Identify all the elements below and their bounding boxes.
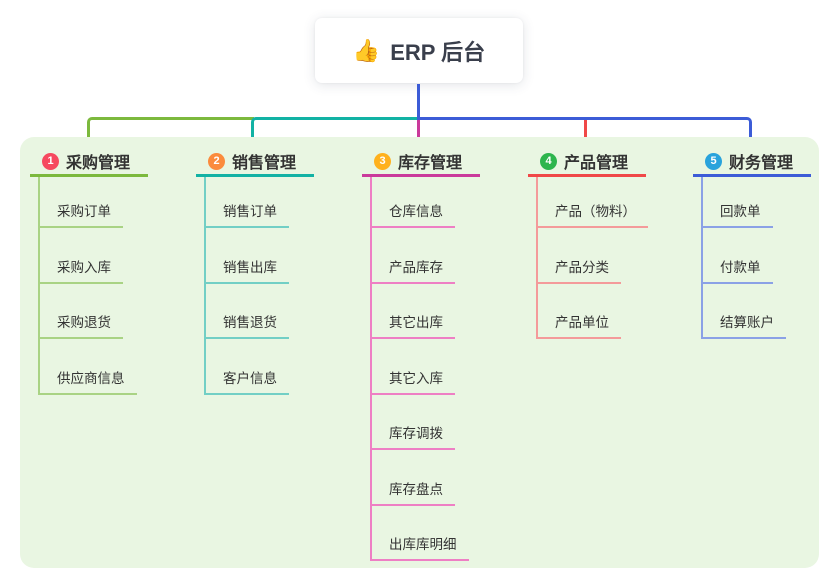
branch-3-connector [417,117,420,147]
branch-item[interactable]: 其它出库 [372,284,455,339]
root-label: ERP 后台 [390,39,486,65]
branch-item[interactable]: 仓库信息 [372,177,455,228]
branch-header-1[interactable]: 1 采购管理 [30,148,148,177]
branch-item[interactable]: 采购退货 [40,284,123,339]
branch-header-2[interactable]: 2 销售管理 [196,148,314,177]
branch-item[interactable]: 出库库明细 [372,506,469,561]
branch-items: 销售订单销售出库销售退货客户信息 [204,177,314,395]
branch-items: 采购订单采购入库采购退货供应商信息 [38,177,148,395]
root-connector [417,84,420,120]
branch-label: 库存管理 [398,155,463,172]
branch-item[interactable]: 销售订单 [206,177,289,228]
branch-item[interactable]: 付款单 [703,228,773,284]
branch-column-3: 3 库存管理仓库信息产品库存其它出库其它入库库存调拨库存盘点出库库明细 [362,148,480,561]
branch-item[interactable]: 产品（物料） [538,177,648,228]
branch-label: 采购管理 [66,155,131,172]
root-node[interactable]: 👍 ERP 后台 [315,18,523,83]
branch-items: 回款单付款单结算账户 [701,177,811,339]
branch-item[interactable]: 库存盘点 [372,450,455,506]
branch-item[interactable]: 采购订单 [40,177,123,228]
branch-header-5[interactable]: 5 财务管理 [693,148,811,177]
branch-item[interactable]: 回款单 [703,177,773,228]
branch-items: 产品（物料）产品分类产品单位 [536,177,648,339]
branch-number-badge: 1 [42,152,59,170]
branch-column-1: 1 采购管理采购订单采购入库采购退货供应商信息 [30,148,148,395]
branch-1-connector [87,117,254,147]
branch-column-4: 4 产品管理产品（物料）产品分类产品单位 [528,148,648,339]
branch-item[interactable]: 采购入库 [40,228,123,284]
branch-2-connector [251,117,420,147]
branch-number-badge: 5 [705,152,722,170]
branch-item[interactable]: 产品单位 [538,284,621,339]
branch-item[interactable]: 客户信息 [206,339,289,395]
branch-item[interactable]: 供应商信息 [40,339,137,395]
branches-panel: 1 采购管理采购订单采购入库采购退货供应商信息 2 销售管理销售订单销售出库销售退货客… [20,137,819,568]
branch-item[interactable]: 库存调拨 [372,395,455,450]
thumbs-up-icon: 👍 [352,37,381,63]
branch-item[interactable]: 产品库存 [372,228,455,284]
branch-5-connector [418,117,752,147]
branch-4-connector [584,117,587,147]
branch-item[interactable]: 销售出库 [206,228,289,284]
branch-item[interactable]: 结算账户 [703,284,786,339]
branch-number-badge: 3 [374,152,391,170]
branch-items: 仓库信息产品库存其它出库其它入库库存调拨库存盘点出库库明细 [370,177,480,561]
branch-number-badge: 4 [540,152,557,170]
branch-column-2: 2 销售管理销售订单销售出库销售退货客户信息 [196,148,314,395]
branch-item[interactable]: 产品分类 [538,228,621,284]
branch-column-5: 5 财务管理回款单付款单结算账户 [693,148,811,339]
branch-label: 产品管理 [564,155,629,172]
branch-label: 销售管理 [232,155,297,172]
branch-header-4[interactable]: 4 产品管理 [528,148,646,177]
branch-header-3[interactable]: 3 库存管理 [362,148,480,177]
branch-item[interactable]: 销售退货 [206,284,289,339]
branch-number-badge: 2 [208,152,225,170]
branch-label: 财务管理 [729,155,794,172]
branch-item[interactable]: 其它入库 [372,339,455,395]
